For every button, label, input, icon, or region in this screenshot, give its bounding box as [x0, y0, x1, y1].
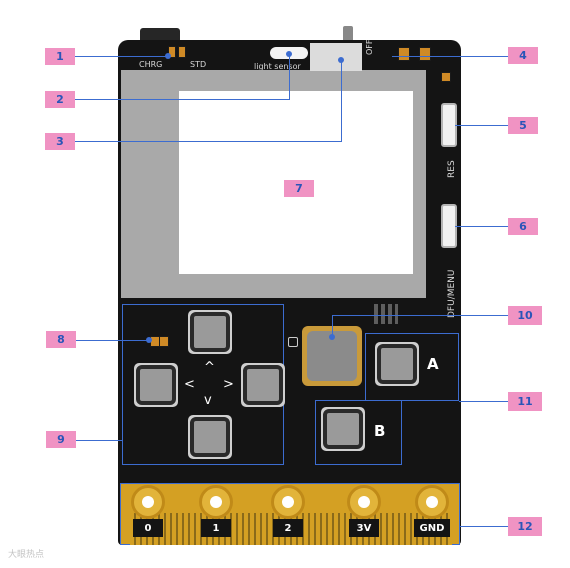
smd-array	[374, 304, 398, 324]
leader-5	[455, 125, 508, 126]
dpad-up-glyph: ^	[204, 360, 215, 375]
off-label: OFF	[365, 39, 374, 56]
marker-2: 2	[45, 91, 75, 108]
dpad-down-glyph: v	[204, 393, 212, 408]
leader-1-dot	[165, 53, 171, 59]
pin-0-pad[interactable]	[131, 485, 165, 519]
pin-0-label: 0	[133, 519, 163, 537]
marker-4: 4	[508, 47, 538, 64]
leader-11	[459, 401, 508, 402]
res-label: RES	[447, 160, 457, 178]
leader-3-dot	[338, 57, 344, 63]
leader-9	[76, 440, 122, 441]
marker-1: 1	[45, 48, 75, 65]
smd-component	[441, 72, 451, 82]
leader-8	[76, 340, 148, 341]
dpad-left-glyph: <	[184, 377, 195, 392]
rgb-led-2	[419, 47, 431, 61]
power-switch[interactable]	[343, 26, 353, 44]
chrg-led	[168, 46, 176, 58]
marker-11: 11	[508, 392, 542, 411]
dpad-right-button[interactable]	[243, 365, 283, 405]
pin-3v-pad[interactable]	[347, 485, 381, 519]
marker-5: 5	[508, 117, 538, 134]
marker-12: 12	[508, 517, 542, 536]
marker-9: 9	[46, 431, 76, 448]
audio-jack	[140, 28, 180, 42]
leader-3	[75, 141, 341, 142]
marker-8: 8	[46, 331, 76, 348]
marker-6: 6	[508, 218, 538, 235]
leader-3-vert	[341, 60, 342, 142]
button-a[interactable]	[377, 344, 417, 384]
speaker-icon	[288, 337, 298, 347]
dfu-menu-label: DFU/MENU	[447, 269, 457, 319]
dpad-up-button[interactable]	[190, 312, 230, 352]
std-label: STD	[190, 60, 207, 69]
leader-6	[455, 226, 508, 227]
leader-10-vert	[332, 315, 333, 337]
ab-outline-step	[315, 400, 366, 401]
leader-2-vert	[289, 54, 290, 100]
ab-outline-top	[365, 333, 459, 401]
button-a-label: A	[427, 355, 439, 373]
marker-3: 3	[45, 133, 75, 150]
leader-12	[460, 526, 508, 527]
ir-sensor-2	[159, 336, 169, 347]
pin-gnd-pad[interactable]	[415, 485, 449, 519]
dpad-left-button[interactable]	[136, 365, 176, 405]
pin-2-pad[interactable]	[271, 485, 305, 519]
leader-4	[392, 56, 508, 57]
pin-gnd-label: GND	[414, 519, 450, 537]
pin-1-label: 1	[201, 519, 231, 537]
chrg-label: CHRG	[139, 60, 163, 69]
dpad-right-glyph: >	[223, 377, 234, 392]
leader-1	[75, 56, 168, 57]
leader-2-dot	[286, 51, 292, 57]
leader-10-dot	[329, 334, 335, 340]
rgb-led-1	[398, 47, 410, 61]
leader-2	[75, 99, 289, 100]
pin-1-pad[interactable]	[199, 485, 233, 519]
marker-7: 7	[284, 180, 314, 197]
button-b-label: B	[374, 422, 386, 440]
dpad-down-button[interactable]	[190, 417, 230, 457]
leader-10	[332, 315, 508, 316]
marker-10: 10	[508, 306, 542, 325]
leader-8-dot	[146, 337, 152, 343]
button-b[interactable]	[323, 409, 363, 449]
pin-2-label: 2	[273, 519, 303, 537]
light-sensor-window	[310, 43, 362, 71]
light-sensor-label: light sensor	[254, 62, 301, 71]
watermark: 大眼热点	[8, 550, 45, 560]
pin-3v-label: 3V	[349, 519, 379, 537]
chrg-led-2	[178, 46, 186, 58]
ab-outline-bottom	[315, 400, 402, 465]
